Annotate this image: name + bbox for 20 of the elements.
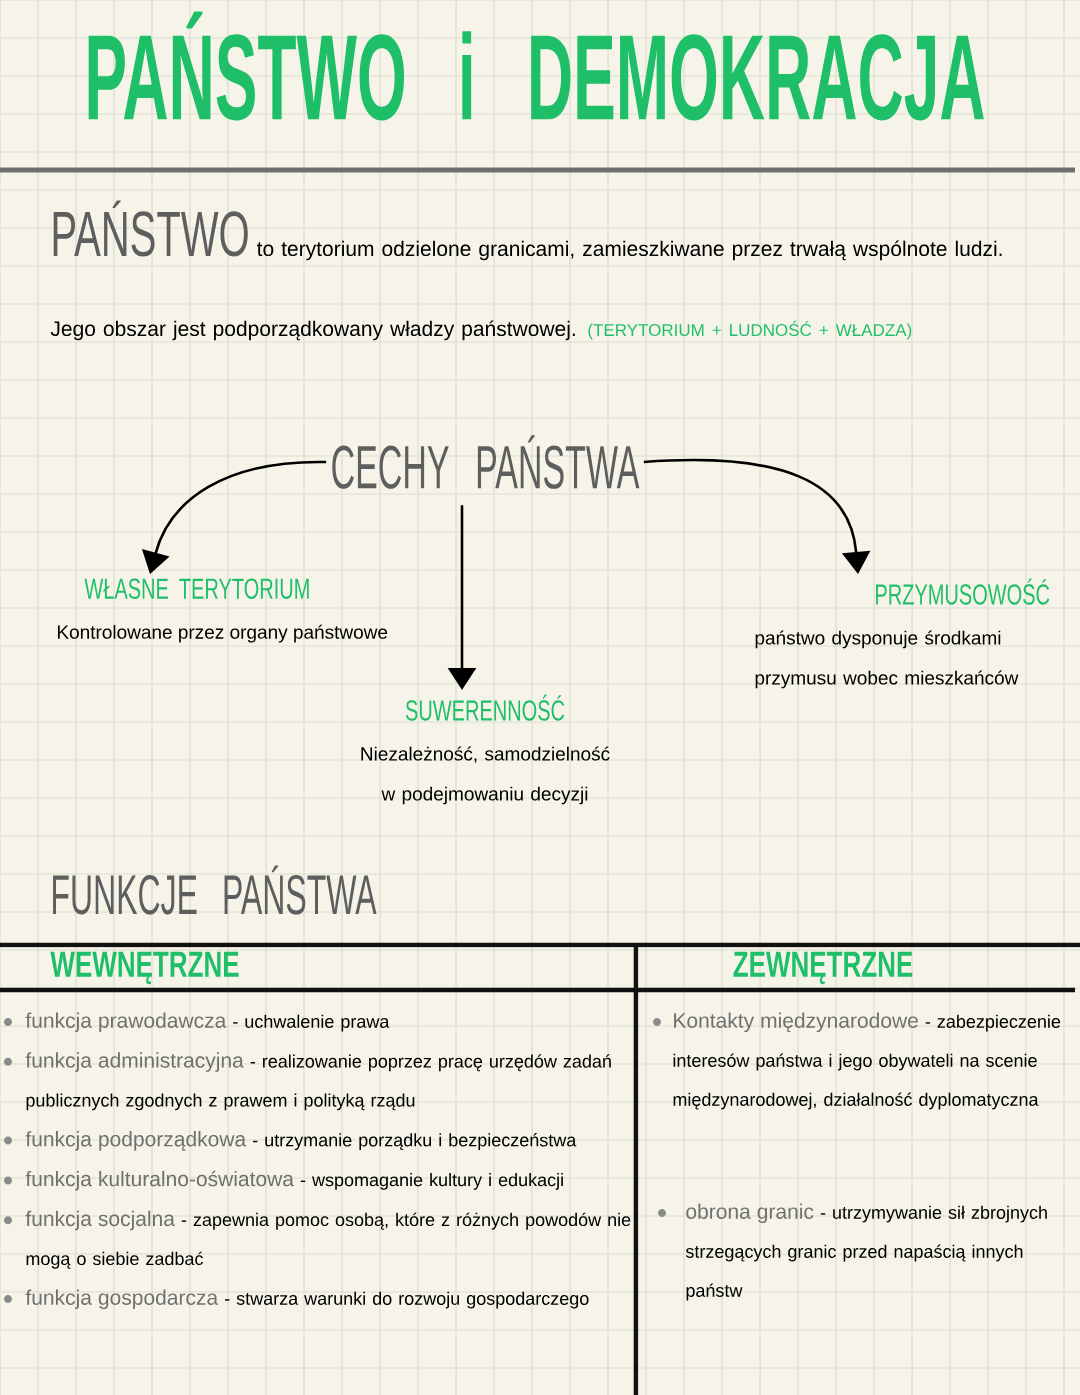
column-heading: ZEWNĘTRZNE — [733, 951, 913, 985]
section-heading: FUNKCJE PAŃSTWA — [53, 865, 377, 915]
list-item: funkcja prawodawcza - uchwalenie prawa — [25, 1012, 390, 1033]
label: PAŃSTWO — [53, 200, 248, 257]
feature-label: PRZYMUSOWOŚĆ państwo dysponuje środkami przymusu wobec mieszkańców — [755, 578, 1050, 689]
list-item: Kontakty międzynarodowe - zabezpieczenie interesów państwa i jego obywateli na scenie międzynarodowej, działalność dyplomatyczna — [673, 1012, 1061, 1110]
list-item: funkcja administracyjna - realizowanie poprzez pracę urzędów zadań publicznych zgodnych z prawem i polityką rządu — [25, 1052, 611, 1111]
label: to terytorium odzielone granicami, zamieszkiwane przez trwałą wspólnote ludzi. — [256, 240, 1002, 261]
title: PAŃSTWO i DEMOKRACJA — [88, 11, 984, 121]
list-item: funkcja socjalna - zapewnia pomoc osobą, które z różnych powodów nie mogą o siebie zadbać — [25, 1210, 631, 1269]
column-heading: WEWNĘTRZNE — [50, 951, 239, 985]
label: (TERYTORIUM + LUDNOŚĆ + WŁADZA) — [588, 320, 912, 340]
label: Jego obszar jest podporządkowany władzy państwowej. — [50, 320, 575, 341]
list-item: obrona granic - utrzymywanie sił zbrojnych strzegących granic przed napaścią innych państw — [685, 1203, 1047, 1301]
feature-label: WŁASNE TERYTORIUM Kontrolowane przez organy państwowe — [57, 578, 388, 643]
list-item: funkcja gospodarcza - stwarza warunki do rozwoju gospodarczego — [25, 1289, 589, 1310]
list-item: funkcja podporządkowa - utrzymanie porządku i bezpieczeństwa — [25, 1131, 577, 1151]
topic-heading: CECHY PAŃSTWA — [332, 435, 640, 489]
list-item: funkcja kulturalno-oświatowa - wspomaganie kultury i edukacji — [25, 1170, 563, 1191]
feature-label: SUWERENNOŚĆ Niezależność, samodzielność w podejmowaniu decyzji — [361, 694, 610, 805]
